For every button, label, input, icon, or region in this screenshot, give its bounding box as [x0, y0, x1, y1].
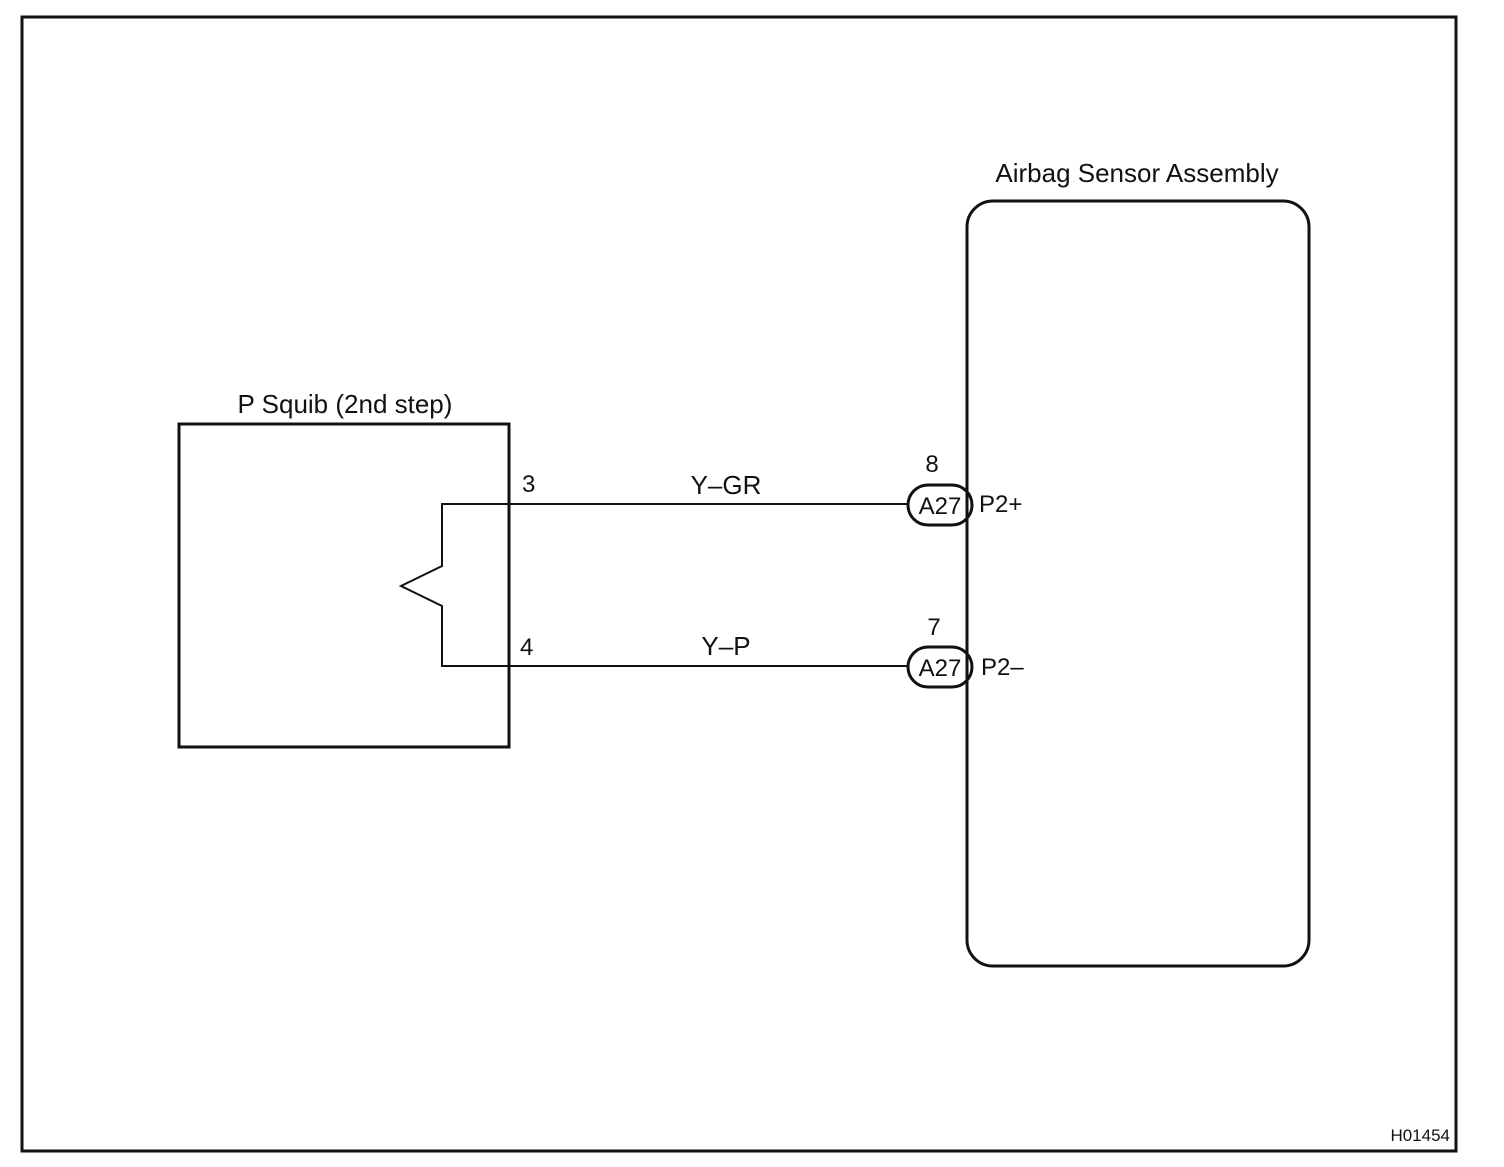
connector-a27-plus — [906, 483, 974, 527]
sensor-pin-plus-label: P2+ — [979, 491, 1022, 518]
squib-title: P Squib (2nd step) — [238, 389, 453, 419]
squib-element-symbol — [398, 503, 510, 667]
sensor-box — [965, 199, 1311, 968]
connector-minus-label: A27 — [919, 655, 962, 682]
wire-minus-color: Y–P — [701, 631, 750, 661]
squib-pin-minus: 4 — [520, 634, 533, 661]
diagram-frame — [20, 15, 1458, 1153]
squib-box — [177, 422, 511, 749]
wire-plus-color: Y–GR — [691, 470, 762, 500]
connector-minus-pin: 7 — [927, 614, 940, 641]
connector-plus-pin: 8 — [925, 451, 938, 478]
connector-plus-label: A27 — [919, 493, 962, 520]
diagram-code: H01454 — [1390, 1126, 1450, 1145]
squib-pin-plus: 3 — [522, 471, 535, 498]
connector-a27-minus — [906, 645, 974, 689]
sensor-pin-minus-label: P2– — [981, 654, 1024, 681]
sensor-title: Airbag Sensor Assembly — [995, 158, 1278, 188]
